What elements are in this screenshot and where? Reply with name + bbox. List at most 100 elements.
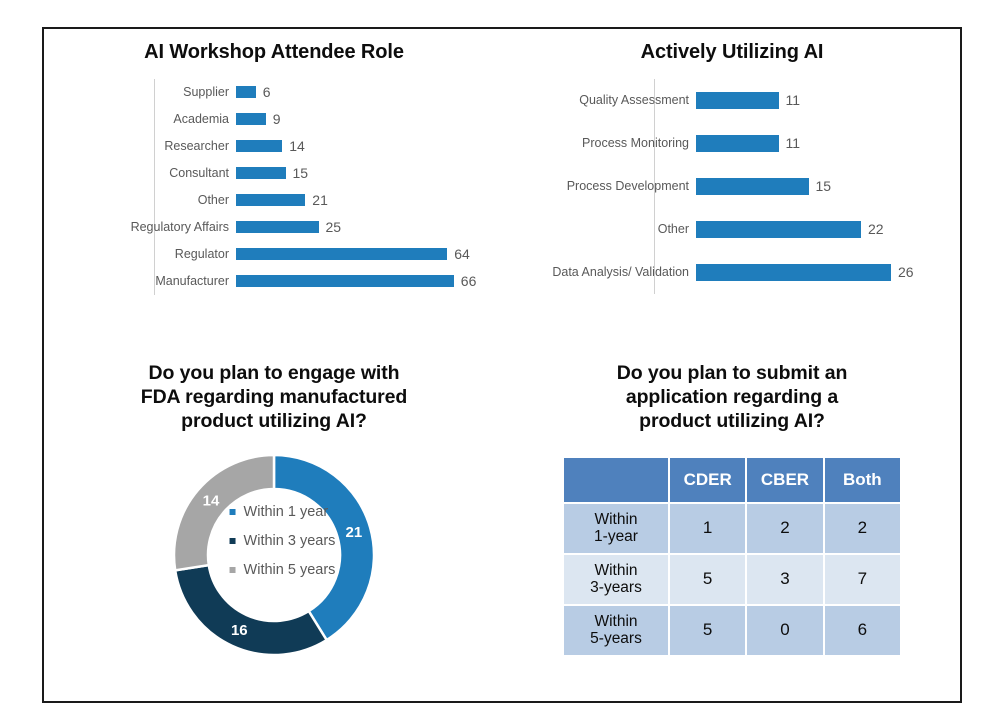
submit-application-title-line1: Do you plan to submit an bbox=[616, 362, 848, 384]
table-row-label-line1: Within bbox=[594, 612, 638, 630]
bar-category-label: Researcher bbox=[164, 139, 229, 154]
bar-category-label: Academia bbox=[173, 112, 229, 127]
legend-item: Within 1 year bbox=[229, 498, 336, 527]
engage-fda-title-line1: Do you plan to engage with bbox=[148, 362, 400, 384]
panel-submit-application: Do you plan to submit an application reg… bbox=[504, 351, 960, 701]
bar-row: Other 21 bbox=[126, 187, 504, 214]
panel-utilizing-ai: Actively Utilizing AI Quality Assessment… bbox=[504, 29, 960, 351]
utilizing-ai-axis-line bbox=[654, 78, 655, 294]
bar-track: 14 bbox=[236, 138, 504, 154]
bar-fill bbox=[696, 134, 779, 152]
bar-fill bbox=[236, 221, 319, 234]
engage-fda-title-line2: FDA regarding manufactured bbox=[140, 386, 408, 409]
bar-track: 6 bbox=[236, 84, 504, 100]
bar-value-label: 21 bbox=[312, 192, 328, 209]
bar-fill bbox=[236, 248, 448, 261]
bar-fill bbox=[236, 113, 266, 126]
table-cell: 0 bbox=[745, 603, 825, 657]
donut-segment[interactable] bbox=[172, 453, 276, 572]
bar-value-label: 25 bbox=[325, 219, 342, 236]
bar-category-label: Process Development bbox=[566, 179, 689, 194]
legend-label: Within 1 year bbox=[243, 504, 329, 521]
bar-value-label: 15 bbox=[815, 178, 832, 195]
table-cell: 5 bbox=[667, 603, 748, 657]
table-row-label-line1: Within bbox=[594, 510, 638, 528]
bar-category-label: Consultant bbox=[169, 166, 229, 181]
table-column-header: Both bbox=[822, 455, 903, 504]
bar-fill bbox=[236, 167, 286, 180]
bar-value-label: 26 bbox=[898, 264, 914, 281]
legend-item: Within 5 years bbox=[229, 556, 336, 585]
bar-fill bbox=[236, 275, 454, 288]
bar-row: Quality Assessment 11 bbox=[546, 79, 960, 122]
bar-track: 15 bbox=[236, 165, 504, 181]
attendee-role-axis-line bbox=[154, 78, 155, 295]
bar-fill bbox=[696, 91, 779, 109]
table-row-label-line1: Within bbox=[594, 561, 638, 579]
bar-category-label: Regulator bbox=[174, 247, 229, 262]
table-cell: 7 bbox=[822, 552, 903, 606]
bar-value-label: 9 bbox=[272, 111, 281, 128]
bar-track: 25 bbox=[236, 219, 504, 235]
bar-row: Regulator 64 bbox=[126, 241, 504, 268]
submit-application-title: Do you plan to submit an application reg… bbox=[504, 361, 960, 434]
bar-value-label: 14 bbox=[289, 138, 305, 155]
bar-value-label: 11 bbox=[785, 135, 801, 152]
bar-category-label: Quality Assessment bbox=[579, 93, 689, 108]
bar-category-label: Process Monitoring bbox=[582, 136, 689, 151]
bar-value-label: 11 bbox=[785, 92, 801, 109]
table-column-header: CDER bbox=[667, 455, 748, 504]
donut-segment[interactable] bbox=[272, 453, 376, 642]
bar-fill bbox=[236, 194, 306, 207]
bar-track: 11 bbox=[696, 91, 960, 109]
legend-swatch bbox=[229, 567, 236, 574]
donut-value-label: 14 bbox=[203, 492, 220, 509]
table-row-label-line2: 5-years bbox=[590, 630, 642, 648]
bar-category-label: Regulatory Affairs bbox=[130, 220, 229, 235]
utilizing-ai-title: Actively Utilizing AI bbox=[640, 41, 824, 63]
bar-category-label: Other bbox=[657, 222, 689, 237]
donut-value-label: 16 bbox=[231, 621, 248, 638]
bar-category-label: Other bbox=[197, 193, 229, 208]
table-corner-cell bbox=[562, 455, 670, 504]
table-cell: 2 bbox=[822, 501, 903, 555]
bar-track: 64 bbox=[236, 246, 504, 262]
bar-category-label: Manufacturer bbox=[155, 274, 229, 289]
bar-track: 9 bbox=[236, 111, 504, 127]
legend-swatch bbox=[229, 538, 236, 545]
bar-row: Researcher 14 bbox=[126, 133, 504, 160]
bar-value-label: 66 bbox=[460, 273, 477, 290]
table-cell: 2 bbox=[745, 501, 825, 555]
bar-fill bbox=[696, 263, 891, 281]
bar-fill bbox=[696, 220, 861, 238]
bar-track: 66 bbox=[236, 273, 504, 289]
submit-application-title-line2: application regarding a bbox=[625, 386, 839, 409]
bar-value-label: 64 bbox=[454, 246, 470, 263]
bar-value-label: 15 bbox=[292, 165, 309, 182]
engage-fda-title-line3: product utilizing AI? bbox=[181, 410, 367, 433]
bar-row: Process Development 15 bbox=[546, 165, 960, 208]
legend-label: Within 5 years bbox=[243, 562, 336, 579]
bar-value-label: 6 bbox=[262, 84, 271, 101]
